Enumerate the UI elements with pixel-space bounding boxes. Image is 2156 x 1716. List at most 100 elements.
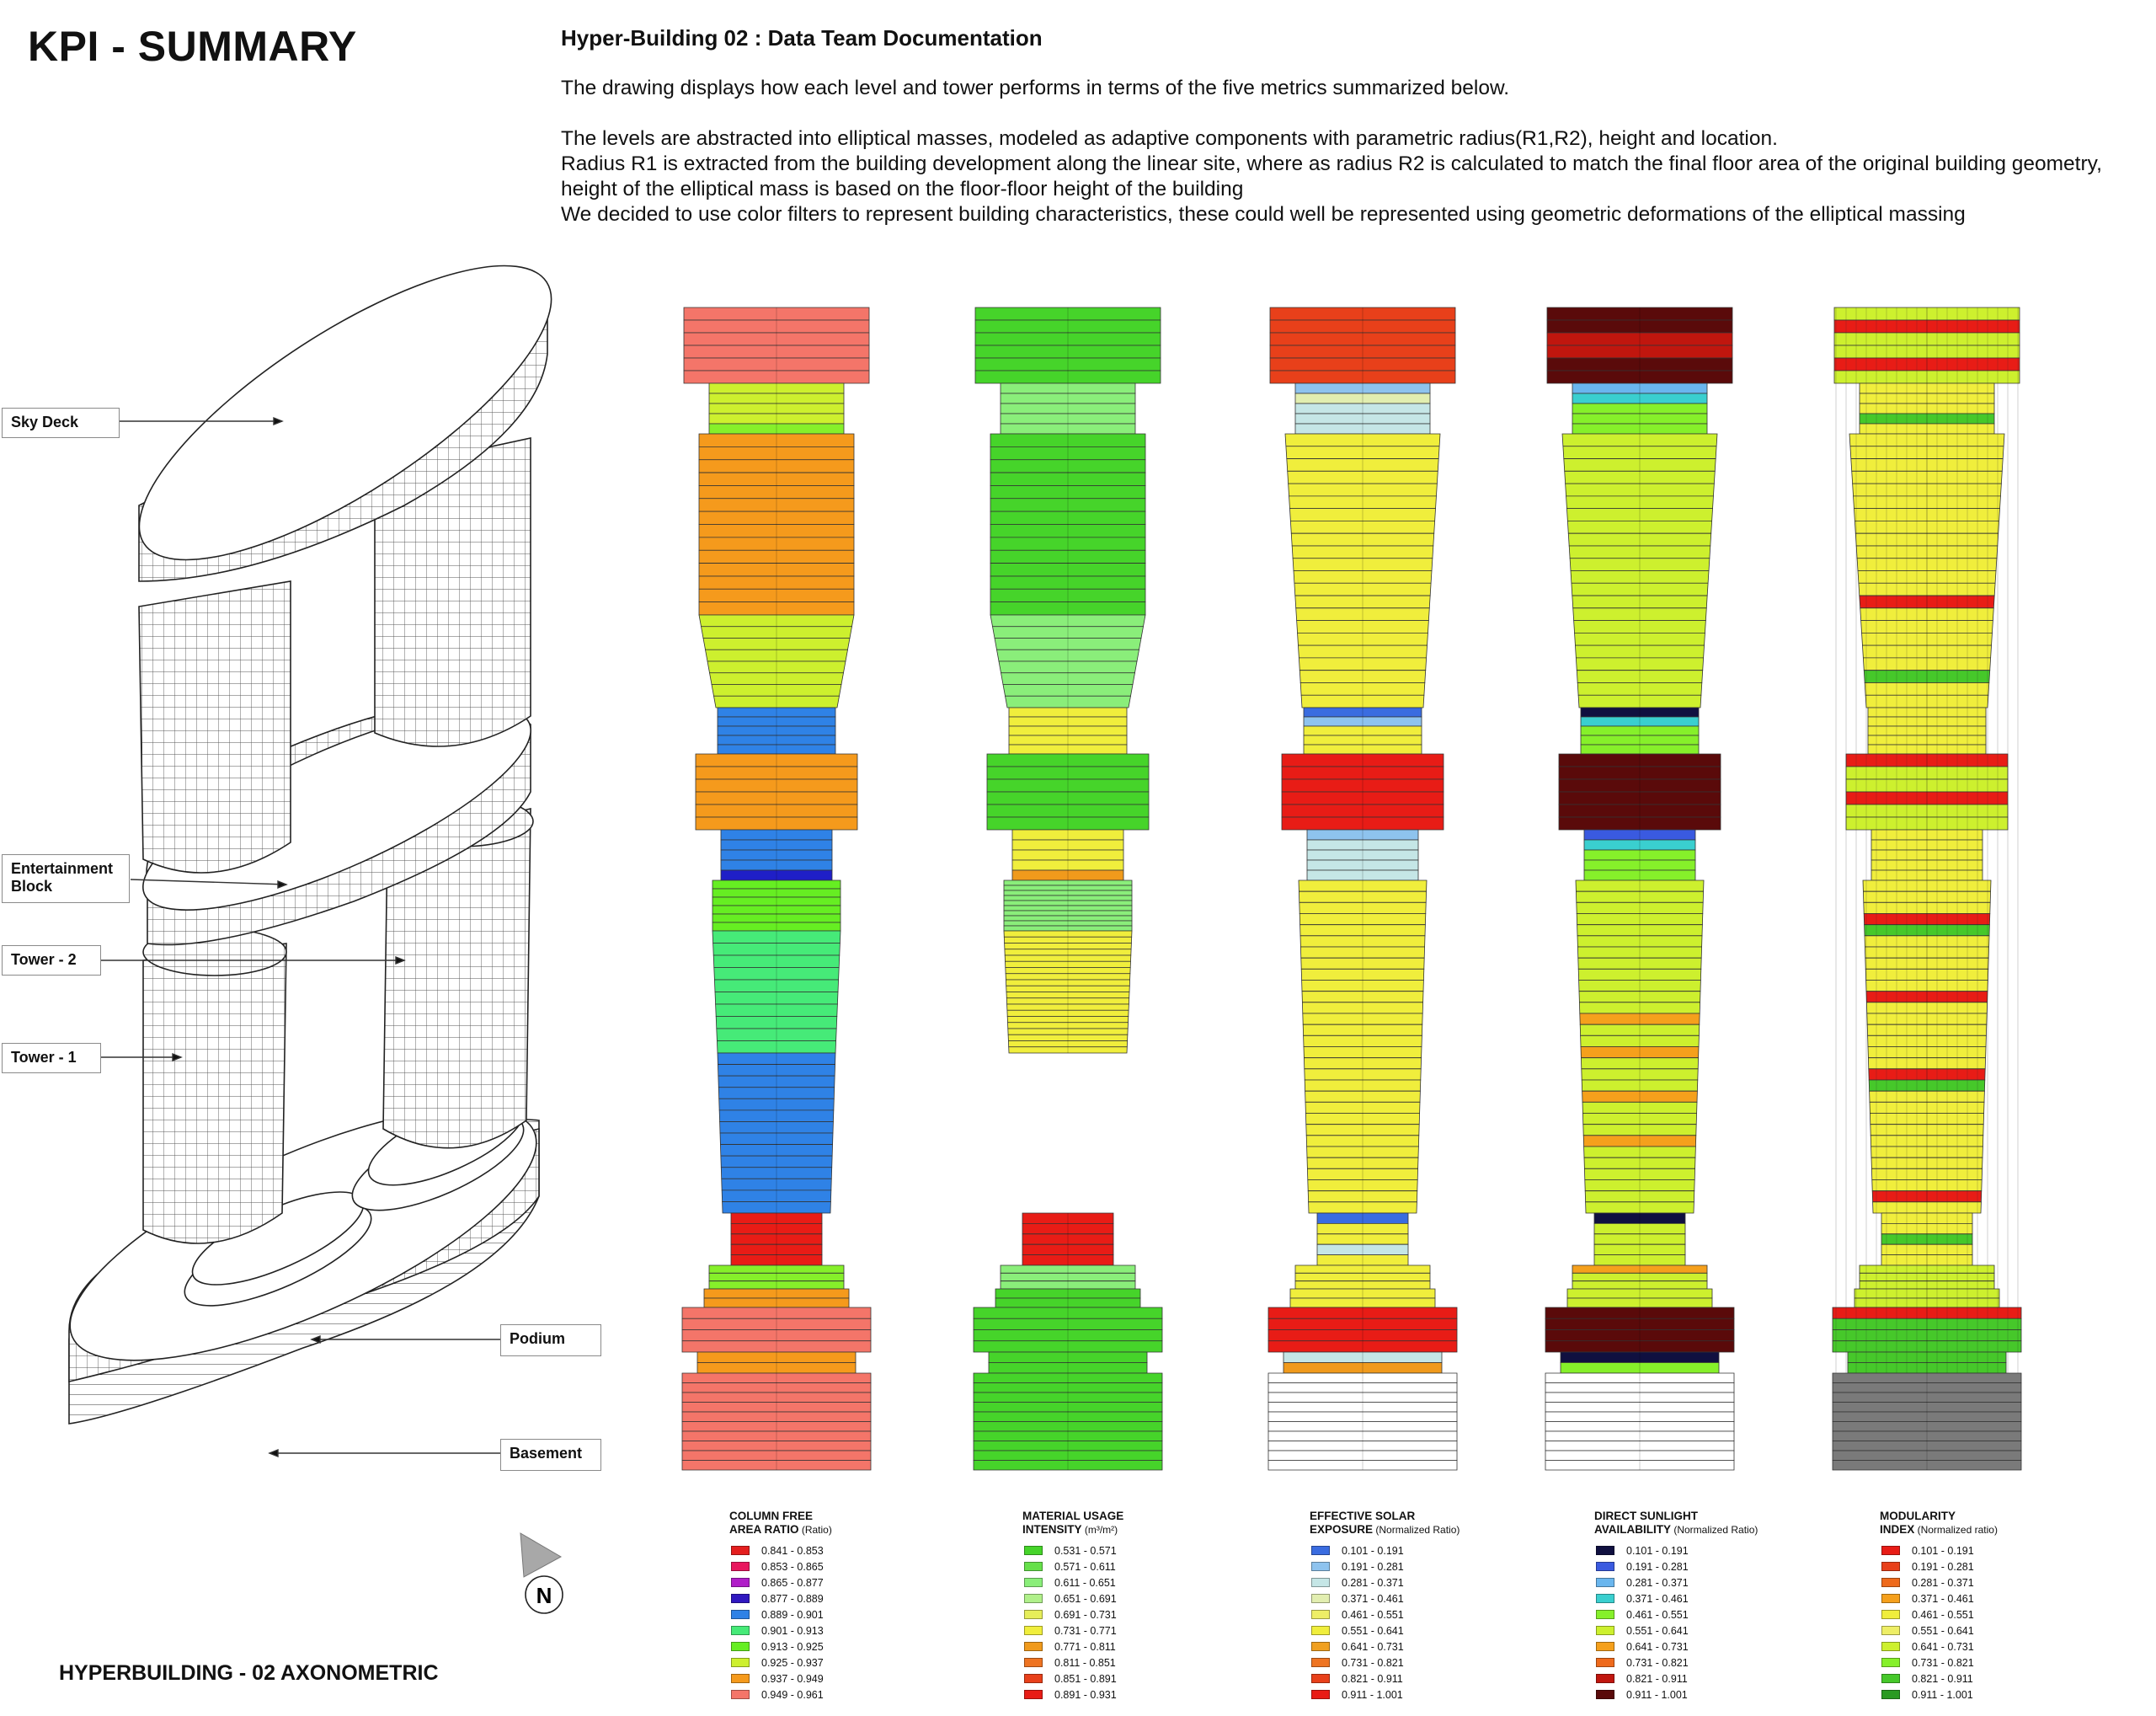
legend-row: 0.101 - 0.191 xyxy=(1880,1542,2099,1558)
floor-band-podium xyxy=(1545,1340,1735,1353)
legend-title-metric: INTENSITY xyxy=(1022,1523,1082,1536)
legend-range: 0.731 - 0.821 xyxy=(1626,1656,1689,1669)
kpi-columns xyxy=(681,307,2022,1471)
legend-title-line1: COLUMN FREE xyxy=(729,1510,813,1522)
legend-range: 0.851 - 0.891 xyxy=(1054,1672,1117,1685)
legend-range: 0.691 - 0.731 xyxy=(1054,1608,1117,1621)
legend-range: 0.101 - 0.191 xyxy=(1342,1544,1404,1557)
floor-band-basement xyxy=(1267,1460,1458,1471)
legend-row: 0.865 - 0.877 xyxy=(729,1574,948,1590)
legend-swatch xyxy=(1024,1642,1043,1651)
legend-range: 0.281 - 0.371 xyxy=(1626,1576,1689,1589)
legend-swatch xyxy=(1311,1562,1330,1571)
legend-range: 0.911 - 1.001 xyxy=(1626,1688,1688,1701)
legend-row: 0.937 - 0.949 xyxy=(729,1671,948,1687)
legend-swatch xyxy=(1024,1562,1043,1571)
legend-row: 0.101 - 0.191 xyxy=(1310,1542,1529,1558)
sky-deck-top xyxy=(138,265,552,561)
floor-band-basement xyxy=(681,1460,872,1471)
upper-tower-left xyxy=(138,580,291,874)
legend-swatch xyxy=(1596,1674,1614,1683)
legend-title-line1: MODULARITY xyxy=(1880,1510,1956,1522)
north-label: N xyxy=(536,1583,552,1608)
kpi-column-dsa xyxy=(1545,307,1735,1471)
legend-range: 0.461 - 0.551 xyxy=(1626,1608,1689,1621)
label-entertainment-block: Entertainment Block xyxy=(2,854,130,903)
legend-swatch xyxy=(731,1610,750,1619)
legend-row: 0.811 - 0.851 xyxy=(1022,1655,1241,1671)
legend-range: 0.461 - 0.551 xyxy=(1912,1608,1974,1621)
legend-swatch xyxy=(1311,1690,1330,1699)
legend-swatch xyxy=(731,1690,750,1699)
legend-row: 0.691 - 0.731 xyxy=(1022,1606,1241,1622)
legend-swatch xyxy=(1881,1642,1900,1651)
legend-row: 0.191 - 0.281 xyxy=(1310,1558,1529,1574)
legend-swatch xyxy=(1311,1594,1330,1603)
label-podium: Podium xyxy=(500,1324,601,1356)
legend-row: 0.461 - 0.551 xyxy=(1594,1606,1813,1622)
legend-swatch xyxy=(1881,1578,1900,1587)
legend-title-line2: EXPOSURE (Normalized Ratio) xyxy=(1310,1523,1529,1537)
legend-swatch xyxy=(1596,1610,1614,1619)
legend-range: 0.101 - 0.191 xyxy=(1626,1544,1689,1557)
legend-row: 0.641 - 0.731 xyxy=(1594,1638,1813,1655)
legend-range: 0.651 - 0.691 xyxy=(1054,1592,1117,1605)
legend-row: 0.771 - 0.811 xyxy=(1022,1638,1241,1655)
legend-range: 0.281 - 0.371 xyxy=(1342,1576,1404,1589)
legend-range: 0.101 - 0.191 xyxy=(1912,1544,1974,1557)
legend-title-line2: AREA RATIO (Ratio) xyxy=(729,1523,948,1537)
floor-band-sky-deck xyxy=(1269,370,1456,384)
legend-swatch xyxy=(1881,1626,1900,1635)
legend-title-line1: MATERIAL USAGE xyxy=(1022,1510,1124,1522)
page-title: KPI - SUMMARY xyxy=(28,23,357,70)
legend-swatch xyxy=(1311,1546,1330,1555)
legend-range: 0.371 - 0.461 xyxy=(1912,1592,1974,1605)
legend-row: 0.371 - 0.461 xyxy=(1880,1590,2099,1606)
legend-range: 0.571 - 0.611 xyxy=(1054,1560,1116,1573)
legend-swatch xyxy=(1596,1578,1614,1587)
floor-band-tower-2-tower xyxy=(1300,694,1425,708)
legend-range: 0.531 - 0.571 xyxy=(1054,1544,1117,1557)
legend-swatch xyxy=(1311,1626,1330,1635)
legend-range: 0.911 - 1.001 xyxy=(1342,1688,1403,1701)
legend-title-metric: EXPOSURE xyxy=(1310,1523,1374,1536)
legend-row: 0.877 - 0.889 xyxy=(729,1590,948,1606)
floor-band-tower-1-tower xyxy=(1308,1201,1417,1214)
floor-band-basement xyxy=(1545,1460,1735,1471)
legend-swatch xyxy=(731,1578,750,1587)
legend-title-line1: EFFECTIVE SOLAR xyxy=(1310,1510,1416,1522)
legend-row: 0.611 - 0.651 xyxy=(1022,1574,1241,1590)
doc-heading: Hyper-Building 02 : Data Team Documentat… xyxy=(561,25,1043,51)
legend-swatch xyxy=(731,1546,750,1555)
legend-row: 0.461 - 0.551 xyxy=(1880,1606,2099,1622)
legend-row: 0.371 - 0.461 xyxy=(1310,1590,1529,1606)
floor-band-sky-deck xyxy=(1833,370,2020,384)
doc-paragraph: Radius R1 is extracted from the building… xyxy=(561,152,2102,200)
axonometric-caption: HYPERBUILDING - 02 AXONOMETRIC xyxy=(59,1661,439,1685)
legend-range: 0.937 - 0.949 xyxy=(761,1672,824,1685)
legend-row: 0.731 - 0.771 xyxy=(1022,1622,1241,1638)
legend-range: 0.551 - 0.641 xyxy=(1912,1624,1974,1637)
floor-band-tower-2-tower xyxy=(1577,694,1702,708)
kpi-column-mi xyxy=(1832,307,2022,1471)
floor-band-tower-1-mid xyxy=(1008,1046,1128,1054)
legend-row: 0.925 - 0.937 xyxy=(729,1655,948,1671)
doc-paragraph: The levels are abstracted into elliptica… xyxy=(561,127,1778,150)
legend-row: 0.731 - 0.821 xyxy=(1594,1655,1813,1671)
legend-range: 0.821 - 0.911 xyxy=(1626,1672,1688,1685)
legend-swatch xyxy=(1596,1626,1614,1635)
legend-range: 0.877 - 0.889 xyxy=(761,1592,824,1605)
legend-range: 0.771 - 0.811 xyxy=(1054,1640,1116,1653)
legend-swatch xyxy=(1311,1642,1330,1651)
legend-range: 0.821 - 0.911 xyxy=(1912,1672,1973,1685)
legend-row: 0.851 - 0.891 xyxy=(1022,1671,1241,1687)
legend-row: 0.853 - 0.865 xyxy=(729,1558,948,1574)
legend-swatch xyxy=(1881,1610,1900,1619)
legend-title-line1: DIRECT SUNLIGHT xyxy=(1594,1510,1698,1522)
label-sky-deck: Sky Deck xyxy=(2,408,120,438)
